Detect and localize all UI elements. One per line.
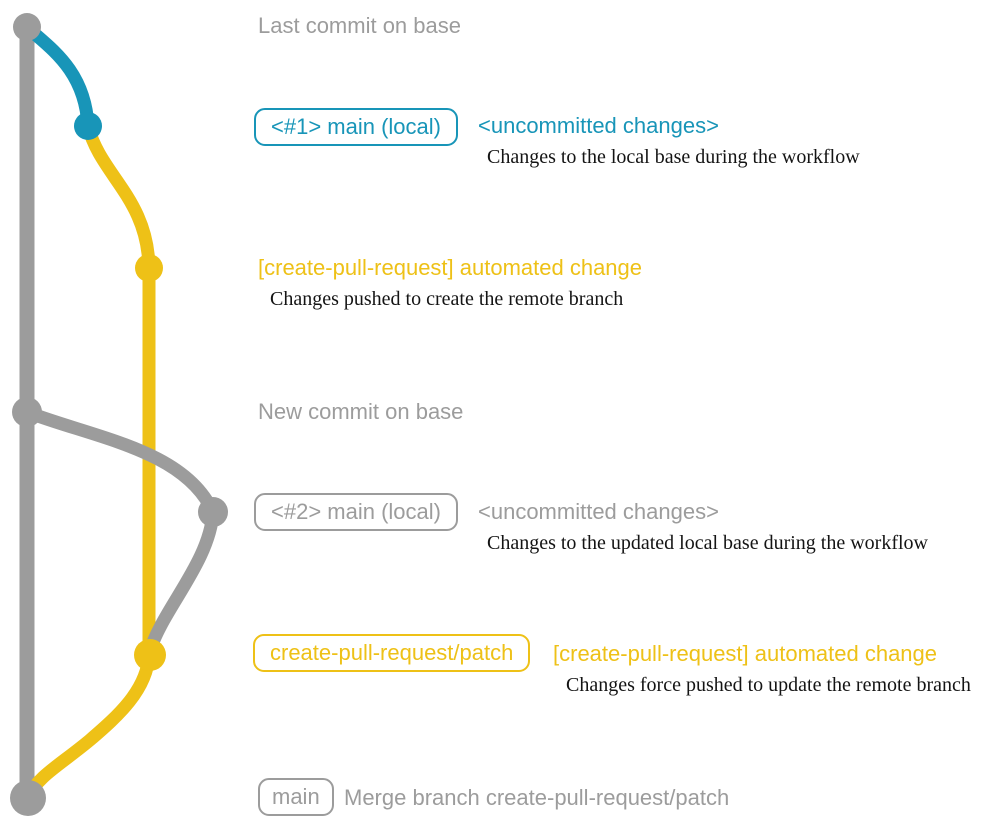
label-automated-change-1: [create-pull-request] automated change — [258, 255, 643, 280]
caption-local-base-changes: Changes to the local base during the wor… — [487, 146, 860, 168]
commit-node-new-base — [12, 397, 42, 427]
caption-pushed-to-create: Changes pushed to create the remote bran… — [270, 288, 624, 310]
merge-line — [21, 648, 156, 804]
branch-badge-main-local-1: <#1> main (local) — [254, 108, 458, 146]
label-new-commit-on-base: New commit on base — [258, 399, 464, 424]
local-branch-1 — [20, 20, 95, 133]
commit-node-local-1 — [74, 112, 102, 140]
commit-node-last-base — [13, 13, 41, 41]
branch-badge-main: main — [258, 778, 334, 816]
force-push-line — [143, 505, 220, 658]
label-uncommitted-changes-1: <uncommitted changes> — [478, 113, 719, 138]
branch-badge-main-local-2: <#2> main (local) — [254, 493, 458, 531]
label-automated-change-2: [create-pull-request] automated change — [553, 641, 938, 666]
caption-force-pushed: Changes force pushed to update the remot… — [566, 674, 971, 696]
commit-node-remote-2 — [134, 639, 166, 671]
commit-node-local-2 — [198, 497, 228, 527]
label-merge-message: Merge branch create-pull-request/patch — [344, 785, 730, 810]
commit-node-remote-1 — [135, 254, 163, 282]
remote-branch-create — [81, 119, 156, 275]
label-last-commit-on-base: Last commit on base — [258, 13, 461, 38]
caption-updated-base-changes: Changes to the updated local base during… — [487, 532, 928, 554]
label-uncommitted-changes-2: <uncommitted changes> — [478, 499, 719, 524]
commit-node-merge — [10, 780, 46, 816]
git-graph — [10, 13, 228, 816]
local-branch-2 — [20, 405, 220, 519]
branch-badge-patch: create-pull-request/patch — [253, 634, 531, 672]
